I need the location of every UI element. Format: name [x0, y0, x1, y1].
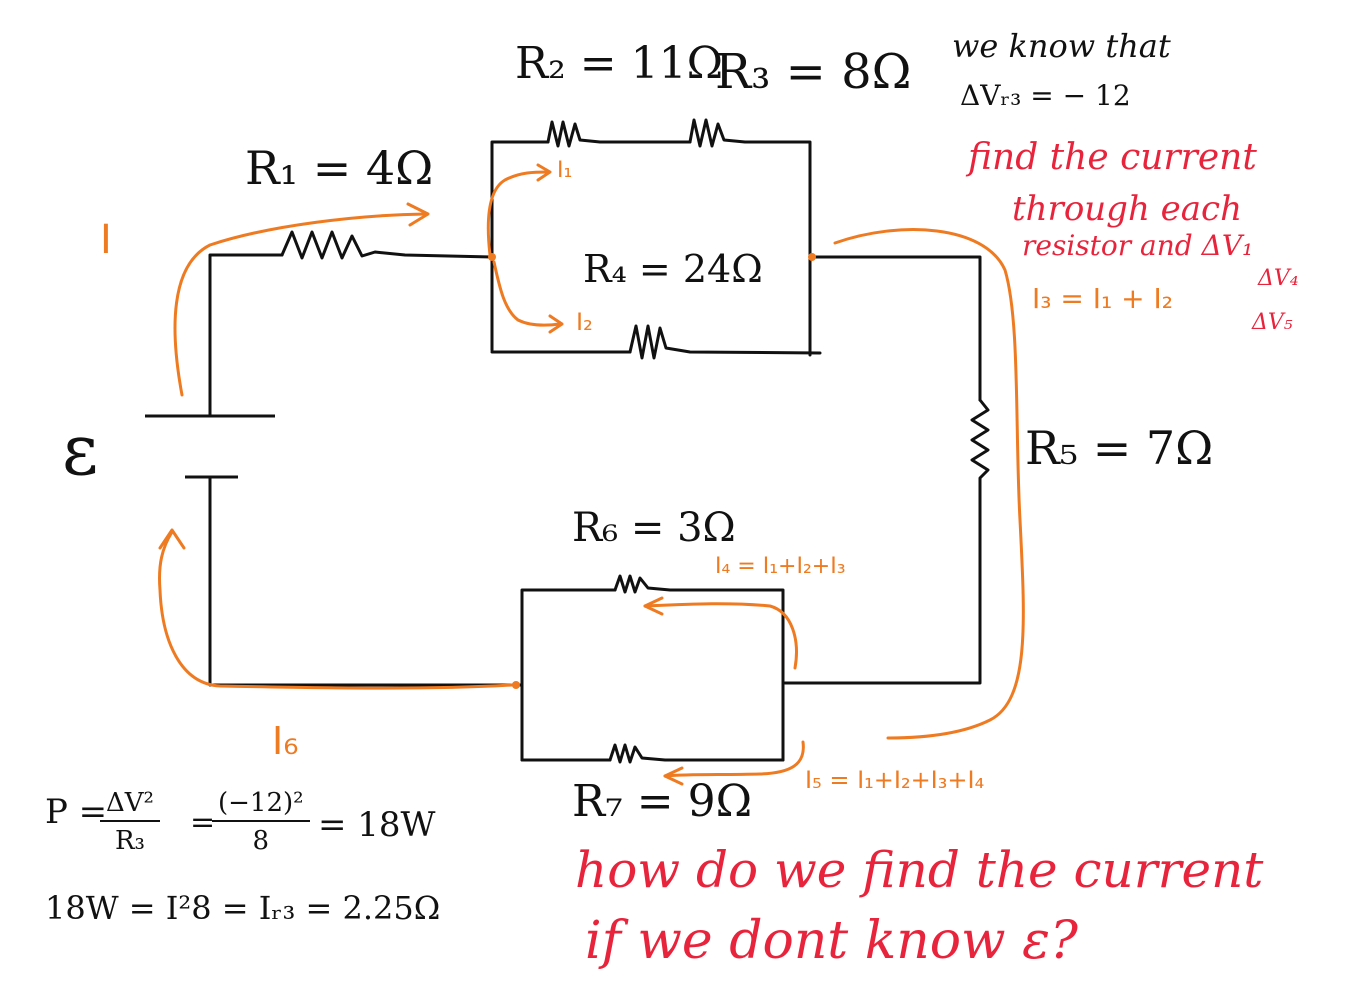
current-arrow-main	[173, 212, 427, 397]
arrowhead-i2	[548, 314, 564, 334]
wire-bottom-left	[208, 476, 524, 687]
label-current-i2: I₂	[576, 308, 593, 336]
label-current-i4: I₄ = I₁+I₂+I₃	[715, 554, 846, 579]
resistor-r2	[546, 120, 692, 148]
current-arrows	[158, 163, 1025, 786]
label-r3: R₃ = 8Ω	[715, 44, 912, 100]
label-r4: R₄ = 24Ω	[583, 247, 763, 291]
current-arrow-r6	[643, 602, 798, 670]
label-r2: R₂ = 11Ω	[515, 38, 724, 89]
work-result: = 18W	[318, 805, 436, 845]
resistor-r7	[608, 743, 785, 764]
label-r7: R₇ = 9Ω	[572, 776, 753, 827]
junction-dot	[488, 253, 496, 261]
current-arrow-i1	[486, 170, 550, 257]
current-arrow-right	[833, 228, 1025, 740]
work-fraction-2-denominator: 8	[252, 826, 270, 856]
work-fraction-2: (−12)² 8	[212, 790, 310, 854]
resistor-r6	[613, 574, 785, 762]
label-emf: ε	[62, 409, 99, 491]
arrowhead-r6	[643, 596, 664, 616]
resistor-r4	[628, 324, 822, 360]
wire-block-top-left	[490, 140, 550, 352]
resistor-r3	[688, 118, 812, 357]
note-task-line1: find the current	[968, 137, 1257, 178]
work-equals-1: =	[190, 805, 216, 840]
wire-block2-top	[520, 588, 617, 762]
note-task-dv5: ΔV₅	[1252, 310, 1293, 335]
label-r6: R₆ = 3Ω	[572, 505, 736, 551]
resistor-r1	[280, 230, 494, 260]
label-current-i6: I₆	[272, 719, 299, 763]
note-question-line2: if we dont know ε?	[585, 911, 1078, 971]
wire-top-left	[208, 253, 284, 417]
note-known-line2: ΔVᵣ₃ = − 12	[960, 79, 1131, 112]
current-arrow-r7	[663, 740, 805, 778]
arrowhead-r7	[663, 766, 684, 786]
work-fraction-1: ΔV² R₃	[100, 790, 160, 854]
current-arrow-i2	[492, 260, 562, 327]
arrowhead-i1	[536, 163, 552, 182]
arrowhead-bottom	[158, 528, 186, 550]
label-r5: R₅ = 7Ω	[1025, 421, 1214, 475]
junction-dot	[512, 681, 520, 689]
work-fraction-1-denominator: R₃	[114, 826, 145, 856]
note-task-line3: resistor and ΔV₁	[1022, 229, 1254, 262]
label-current-i5: I₅ = I₁+I₂+I₃+I₄	[805, 766, 985, 794]
junction-dots	[488, 253, 816, 689]
wiring	[208, 118, 990, 764]
work-fraction-1-numerator: ΔV²	[100, 790, 160, 822]
note-task-dv4: ΔV₄	[1258, 266, 1299, 291]
resistor-r5	[783, 398, 990, 685]
note-known-line1: we know that	[952, 27, 1171, 65]
work-line2: 18W = I²8 = Iᵣ₃ = 2.25Ω	[45, 889, 441, 927]
note-question-line1: how do we find the current	[575, 841, 1264, 899]
work-p-label: P =	[45, 792, 108, 832]
work-fraction-2-numerator: (−12)²	[212, 790, 310, 822]
label-current-i: I	[100, 217, 112, 263]
label-current-i1: I₁	[557, 158, 573, 183]
label-current-i3: I₃ = I₁ + I₂	[1032, 282, 1173, 315]
wire-top-right	[810, 255, 982, 402]
note-task-line2: through each	[1012, 189, 1242, 229]
label-r1: R₁ = 4Ω	[245, 141, 434, 195]
current-arrow-bottom	[158, 530, 514, 690]
junction-dot	[808, 253, 816, 261]
arrowhead-main	[406, 202, 430, 227]
